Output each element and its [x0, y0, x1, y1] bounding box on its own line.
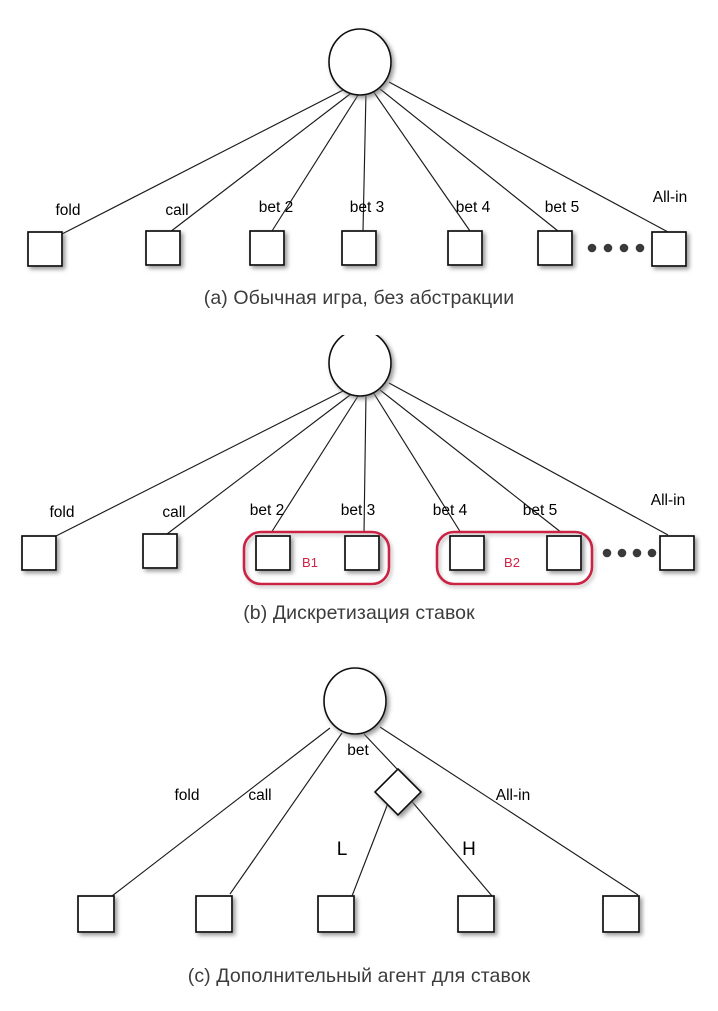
- edge-bet: [363, 733, 399, 771]
- edge-bet-2: [271, 91, 361, 232]
- panel-a-edge-labels: fold call bet 2 bet 3 bet 4 bet 5 All-in: [56, 189, 688, 219]
- edge-label-bet-5: bet 5: [523, 502, 557, 519]
- caption-panel-c: (c) Дополнительный агент для ставок: [187, 965, 531, 987]
- edge-call: [169, 90, 355, 233]
- edge-label-high: H: [462, 839, 476, 860]
- ellipsis-dot: [647, 548, 657, 558]
- edge-label-bet: bet: [347, 742, 369, 759]
- ellipsis-dots-icon: [587, 243, 645, 253]
- edge-label-call: call: [165, 202, 188, 219]
- edge-label-bet-3: bet 3: [341, 502, 375, 519]
- panel-c-diagram: fold call bet All-in L H: [77, 667, 640, 933]
- leaf-node: [447, 230, 483, 266]
- leaf-node: [457, 895, 495, 933]
- edge-label-all-in: All-in: [653, 189, 687, 206]
- root-decision-node-circle: [328, 28, 392, 96]
- leaf-node: [546, 535, 582, 571]
- caption-panel-b: (b) Дискретизация ставок: [243, 602, 475, 624]
- edge-high: [408, 797, 493, 897]
- panel-a-diagram: fold call bet 2 bet 3 bet 4 bet 5 All-in: [27, 28, 688, 267]
- edge-label-fold: fold: [175, 787, 200, 804]
- panel-b-leaf-nodes: [21, 533, 695, 571]
- panel-b-diagram: fold call bet 2 bet 3 bet 4 bet 5 All-in…: [21, 335, 695, 586]
- edge-fold: [111, 727, 331, 897]
- group-label-b1: B1: [302, 555, 318, 570]
- leaf-node: [77, 895, 115, 933]
- edge-label-bet-4: bet 4: [433, 502, 468, 519]
- edge-label-call: call: [162, 504, 185, 521]
- edge-bet-2: [270, 392, 361, 534]
- edge-label-call: call: [248, 787, 271, 804]
- leaf-node: [651, 231, 687, 267]
- edge-label-bet-4: bet 4: [456, 199, 491, 216]
- leaf-node: [195, 895, 233, 933]
- edge-label-fold: fold: [56, 202, 81, 219]
- leaf-node: [602, 895, 640, 933]
- panel-a-leaf-nodes: [27, 230, 687, 267]
- edge-label-all-in: All-in: [651, 492, 685, 509]
- edge-label-bet-5: bet 5: [545, 199, 579, 216]
- leaf-node: [255, 535, 291, 571]
- edge-all-in: [388, 382, 669, 536]
- ellipsis-dot: [602, 548, 612, 558]
- group-box-b1: [242, 530, 391, 586]
- edge-bet-5: [379, 88, 559, 232]
- leaf-node: [537, 230, 573, 266]
- panel-b-edge-labels: fold call bet 2 bet 3 bet 4 bet 5 All-in: [50, 492, 686, 521]
- edge-label-low: L: [337, 839, 348, 860]
- leaf-node: [449, 535, 485, 571]
- ellipsis-dot: [619, 243, 629, 253]
- edge-fold: [61, 87, 348, 235]
- leaf-node: [317, 895, 355, 933]
- leaf-node: [27, 231, 63, 267]
- edge-label-fold: fold: [50, 504, 75, 521]
- panel-c-edges: [111, 726, 639, 897]
- leaf-node: [142, 533, 178, 569]
- edge-label-bet-3: bet 3: [350, 199, 384, 216]
- ellipsis-dot: [617, 548, 627, 558]
- edge-low: [351, 797, 391, 897]
- ellipsis-dot: [603, 243, 613, 253]
- leaf-node: [249, 230, 285, 266]
- panel-c-leaf-nodes: [77, 895, 640, 933]
- panel-c-edge-labels: fold call bet All-in L H: [175, 742, 531, 860]
- leaf-node: [344, 535, 380, 571]
- ellipsis-dot: [632, 548, 642, 558]
- ellipsis-dot: [635, 243, 645, 253]
- ellipsis-dots-icon: [602, 548, 657, 558]
- group-box-b2: [435, 530, 594, 586]
- panel-b-edges: [55, 382, 669, 537]
- edge-bet-4: [372, 391, 462, 534]
- edge-all-in: [388, 81, 669, 233]
- edge-call: [229, 732, 343, 895]
- edge-bet-4: [372, 90, 471, 232]
- root-decision-node-circle: [328, 335, 392, 397]
- panel-b-abstraction-groups: B1 B2: [242, 530, 594, 586]
- root-decision-node-circle: [323, 667, 387, 735]
- bet-agent-decision-node-diamond: [373, 767, 423, 817]
- edge-all-in: [379, 726, 639, 896]
- ellipsis-dot: [587, 243, 597, 253]
- panel-a-edges: [61, 81, 669, 235]
- edge-fold: [55, 388, 348, 537]
- edge-label-bet-2: bet 2: [250, 502, 284, 519]
- edge-bet-3: [363, 392, 367, 534]
- edge-call: [166, 391, 355, 535]
- leaf-node: [659, 535, 695, 571]
- leaf-node: [341, 230, 377, 266]
- group-label-b2: B2: [504, 555, 520, 570]
- edge-bet-5: [379, 389, 563, 534]
- edge-bet-3: [362, 91, 367, 232]
- leaf-node: [145, 230, 181, 266]
- caption-panel-a: (a) Обычная игра, без абстракции: [203, 287, 515, 309]
- leaf-node: [21, 535, 57, 571]
- edge-label-bet-2: bet 2: [259, 199, 293, 216]
- edge-label-all-in: All-in: [496, 787, 530, 804]
